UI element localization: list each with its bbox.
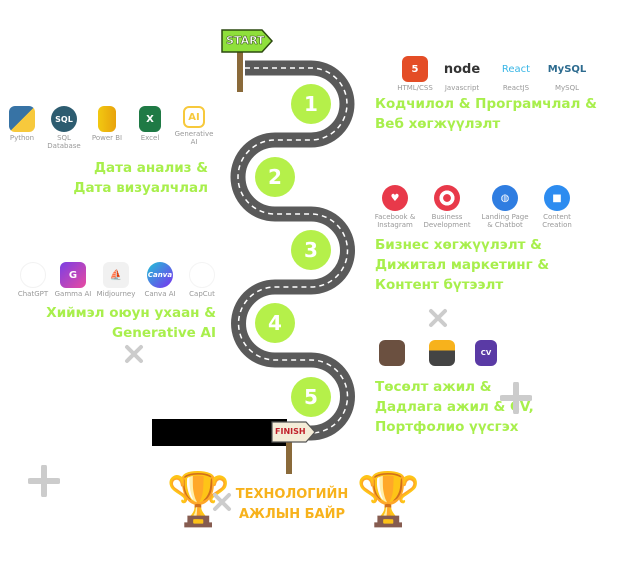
step-4-number: 4: [255, 303, 295, 343]
nodejs-icon: node: [443, 61, 481, 77]
capcut-icon: [189, 262, 215, 288]
step-4-title: Хиймэл оюун ухаан &Generative AI: [46, 305, 216, 341]
finish-sign-post: [286, 438, 292, 474]
python-icon: [9, 106, 35, 132]
step-3-number: 3: [291, 230, 331, 270]
step-1-title: Кодчилол & Програмчлал &Веб хөгжүүлэлт: [375, 96, 597, 132]
tool-power-bi: Power BI: [85, 106, 129, 142]
tool-capcut: CapCut: [180, 262, 224, 298]
midjourney-icon: ⛵: [103, 262, 129, 288]
trophy-icon: 🏆: [356, 470, 421, 530]
ai-chip-icon: AI: [183, 106, 205, 128]
step-5-number: 5: [291, 377, 331, 417]
finish-label: FINISH: [275, 427, 306, 436]
chatgpt-icon: [20, 262, 46, 288]
canva-icon: Canva: [147, 262, 173, 288]
step-3-title: Бизнес хөгжүүлэлт &Дижитал маркетинг &Ко…: [375, 237, 550, 293]
sql-database-icon: SQL: [51, 106, 77, 132]
tool-content-creation: ■Content Creation: [532, 185, 582, 229]
x-icon: [213, 493, 231, 511]
start-sign: [221, 29, 274, 53]
idea-laptop-icon: [429, 340, 455, 366]
tool-chatgpt: ChatGPT: [11, 262, 55, 298]
step-1-number: 1: [291, 84, 331, 124]
tool-idea-laptop: [420, 340, 464, 366]
heart-icon: ♥: [382, 185, 408, 211]
tool-facebook-instagram: ♥Facebook & Instagram: [370, 185, 420, 229]
video-camera-icon: ■: [544, 185, 570, 211]
excel-icon: X: [139, 106, 161, 132]
finish-sign: [271, 421, 316, 443]
power-bi-icon: [98, 106, 116, 132]
html5-icon: 5: [402, 56, 428, 82]
step-2-title: Дата анализ &Дата визуалчлал: [73, 160, 208, 196]
tool-landing-page-chatbot: ◍Landing Page & Chatbot: [480, 185, 530, 229]
start-sign-post: [237, 50, 243, 92]
briefcase-icon: [379, 340, 405, 366]
plus-icon: [28, 465, 60, 497]
gamma-icon: G: [60, 262, 86, 288]
react-icon: React: [501, 63, 531, 75]
globe-icon: ◍: [492, 185, 518, 211]
cv-document-icon: CV: [475, 340, 497, 366]
step-2-number: 2: [255, 157, 295, 197]
x-icon: [429, 309, 447, 327]
plus-icon: [500, 382, 532, 414]
tool-briefcase: [370, 340, 414, 366]
x-icon: [125, 345, 143, 363]
start-label: START: [226, 34, 265, 48]
tool-python: Python: [0, 106, 44, 142]
tool-cv: CV: [464, 340, 508, 366]
black-bar: [152, 419, 287, 446]
mysql-icon: MySQL: [547, 63, 587, 75]
tool-midjourney: ⛵Midjourney: [94, 262, 138, 298]
step-5-title: Төсөлт ажил &Дадлага ажил & CV,Портфолио…: [375, 379, 534, 435]
tool-business-development: Business Development: [422, 185, 472, 229]
target-icon: [434, 185, 460, 211]
